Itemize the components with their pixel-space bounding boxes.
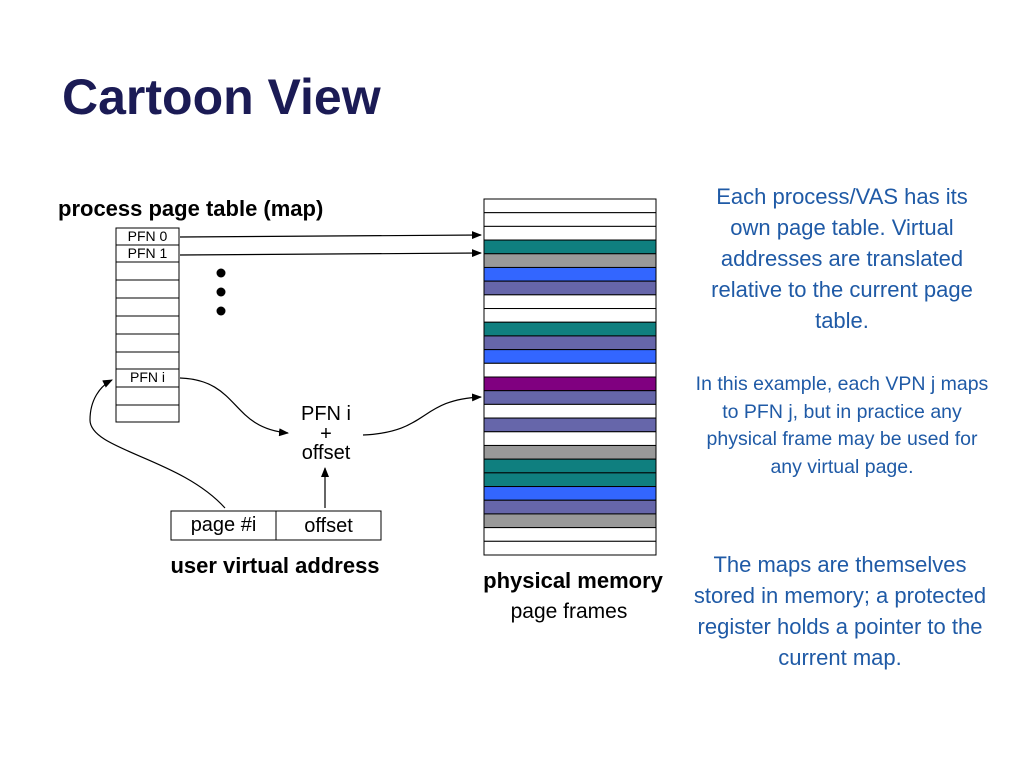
virtual-address-label: user virtual address [170, 553, 380, 578]
page-frame [483, 253, 657, 268]
pfni-arrow [179, 377, 289, 437]
page-table-entry [115, 315, 180, 335]
page-frame [483, 499, 657, 515]
page-frame [483, 527, 657, 542]
pfn1-arrow [179, 249, 482, 258]
ellipsis-dot [216, 306, 226, 316]
ellipsis-dot [216, 287, 226, 297]
page-table-entry [115, 279, 180, 299]
page-frame [483, 390, 657, 405]
page-frame [483, 403, 657, 419]
page-frame [483, 486, 657, 501]
offset-field: offset [304, 515, 353, 537]
page-table-entry [115, 386, 180, 406]
combine-to-memory-arrow [362, 393, 482, 436]
note-page-table: Each process/VAS has its own page table.… [711, 184, 973, 333]
page-frame [483, 472, 657, 488]
page-frame [483, 362, 657, 378]
page-table-entry-label: PFN 1 [127, 245, 168, 261]
page-frame [483, 225, 657, 241]
page-frame [483, 239, 657, 255]
page-frame [483, 266, 657, 282]
page-frame [483, 417, 657, 433]
page-index-arrow [89, 379, 226, 509]
page-table-entry [115, 351, 180, 370]
page-frame [483, 513, 657, 529]
page-frame [483, 212, 657, 227]
page-frame [483, 198, 657, 214]
page-table-entry [115, 333, 180, 353]
note-storage: The maps are themselves stored in memory… [693, 552, 987, 670]
page-frame [483, 431, 657, 446]
pfn-label: PFN i [301, 403, 351, 425]
page-table-heading: process page table (map) [58, 196, 324, 221]
offset-label: offset [301, 442, 351, 464]
page-frame [483, 458, 657, 474]
page-table-entry [115, 297, 180, 317]
slide-title: Cartoon View [62, 69, 381, 125]
page-table-grid [115, 227, 180, 423]
page-frame [483, 321, 657, 337]
note-mapping: In this example, each VPN j maps to PFN … [695, 373, 989, 478]
page-table-entry-label: PFN i [130, 369, 165, 385]
plus-sign: + [320, 423, 332, 445]
page-frame [483, 349, 657, 364]
pfn0-arrow [179, 231, 482, 240]
ellipsis-dot [216, 268, 226, 278]
page-frame [483, 294, 657, 310]
page-frame [483, 280, 657, 296]
page-table-entry-label: PFN 0 [127, 228, 168, 244]
page-frame [483, 308, 657, 323]
page-frame [483, 335, 657, 351]
physical-memory-frames [483, 198, 657, 556]
page-number-field: page #i [190, 514, 257, 536]
page-table-entry [115, 404, 180, 423]
page-table-entry [115, 261, 180, 281]
page-frame [483, 444, 657, 460]
page-frame [483, 540, 657, 556]
physical-memory-label: physical memory [483, 568, 663, 593]
page-frame [483, 376, 657, 392]
page-frames-label: page frames [510, 600, 628, 623]
